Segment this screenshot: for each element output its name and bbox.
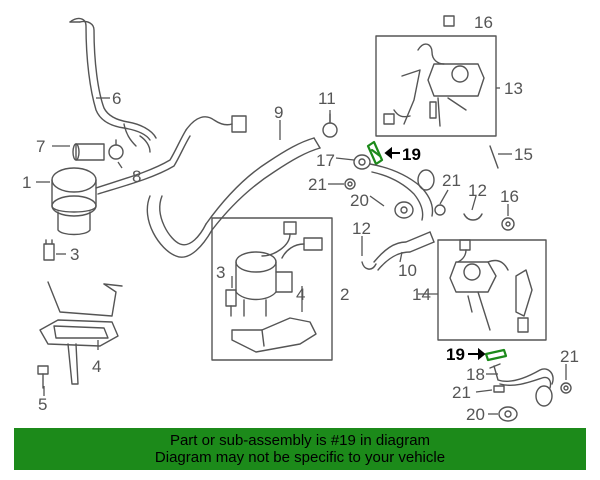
part-6-air-tube: [69, 17, 157, 153]
part-19-clamp-highlighted: [366, 140, 384, 166]
callout-8: 8: [132, 167, 141, 186]
part-15-rod: [489, 145, 499, 169]
info-banner: Part or sub-assembly is #19 in diagram D…: [14, 428, 586, 470]
callout-5: 5: [38, 395, 47, 414]
part-2-pump-assembly: [231, 221, 323, 353]
callout-3-left: 3: [70, 245, 79, 264]
part-7-hose: [72, 143, 105, 161]
connector: [231, 115, 247, 133]
part-4-bracket: [39, 281, 123, 385]
wire-harness: [185, 116, 233, 131]
highlight-arrows: [384, 146, 486, 361]
callout-21-mid: 21: [442, 171, 461, 190]
part-1-air-pump: [51, 129, 191, 236]
part-20-gasket-lower: [498, 406, 518, 422]
part-9-pipe: [146, 137, 321, 258]
callout-16-top: 16: [474, 13, 493, 32]
pipe-assembly: [369, 163, 446, 221]
part-21-bolt: [493, 385, 505, 393]
part-17-gasket: [353, 154, 371, 170]
callout-1: 1: [22, 173, 31, 192]
callout-17: 17: [316, 151, 335, 170]
callout-3-box: 3: [216, 263, 225, 282]
callout-6: 6: [112, 89, 121, 108]
banner-line-1: Part or sub-assembly is #19 in diagram: [169, 432, 431, 449]
callout-2: 2: [340, 285, 349, 304]
part-12-clamp: [463, 213, 483, 221]
part-14-valve-assembly: [449, 239, 533, 333]
callout-16-right: 16: [500, 187, 519, 206]
callout-12-right: 12: [468, 181, 487, 200]
assembly-box-13: [375, 35, 497, 137]
callout-10: 10: [398, 261, 417, 280]
part-3-connector: [43, 239, 55, 261]
callout-21-bottom: 21: [452, 383, 471, 402]
callout-14: 14: [412, 285, 431, 304]
part-5-bolt: [37, 365, 49, 389]
parts-diagram: 16 6 11 9 13 7 8 19 15 17 1 21 21 12 16 …: [22, 13, 579, 424]
leader-lines: [36, 87, 567, 415]
assembly-box-14: [437, 239, 547, 341]
part-21-nut-lower: [560, 382, 572, 394]
part-8-clamp: [108, 139, 124, 160]
part-16-grommet: [501, 217, 515, 231]
part-10-hose: [373, 231, 435, 271]
part-19-clamp-lower-highlighted: [484, 348, 508, 362]
callout-13: 13: [504, 79, 523, 98]
part-16-nut: [443, 15, 455, 27]
callout-4-left: 4: [92, 357, 101, 376]
callout-7: 7: [36, 137, 45, 156]
callout-15: 15: [514, 145, 533, 164]
part-18-pipe: [489, 363, 554, 407]
callout-21-right: 21: [560, 347, 579, 366]
part-12-clamp-lower: [361, 261, 377, 270]
callout-21-left: 21: [308, 175, 327, 194]
callout-18: 18: [466, 365, 485, 384]
part-21-nut: [344, 178, 356, 190]
part-3-connector-box: [225, 289, 237, 317]
assembly-box-2: [211, 217, 333, 361]
callout-4-box: 4: [296, 285, 305, 304]
callout-19-bottom: 19: [446, 345, 465, 364]
callout-20-mid: 20: [350, 191, 369, 210]
callout-9: 9: [274, 103, 283, 122]
callout-12-left: 12: [352, 219, 371, 238]
callout-20-bottom: 20: [466, 405, 485, 424]
banner-line-2: Diagram may not be specific to your vehi…: [154, 449, 446, 466]
callout-11: 11: [318, 89, 336, 108]
part-20-gasket: [394, 201, 414, 219]
part-13-valve-assembly: [383, 43, 485, 127]
callout-19-top: 19: [402, 145, 421, 164]
